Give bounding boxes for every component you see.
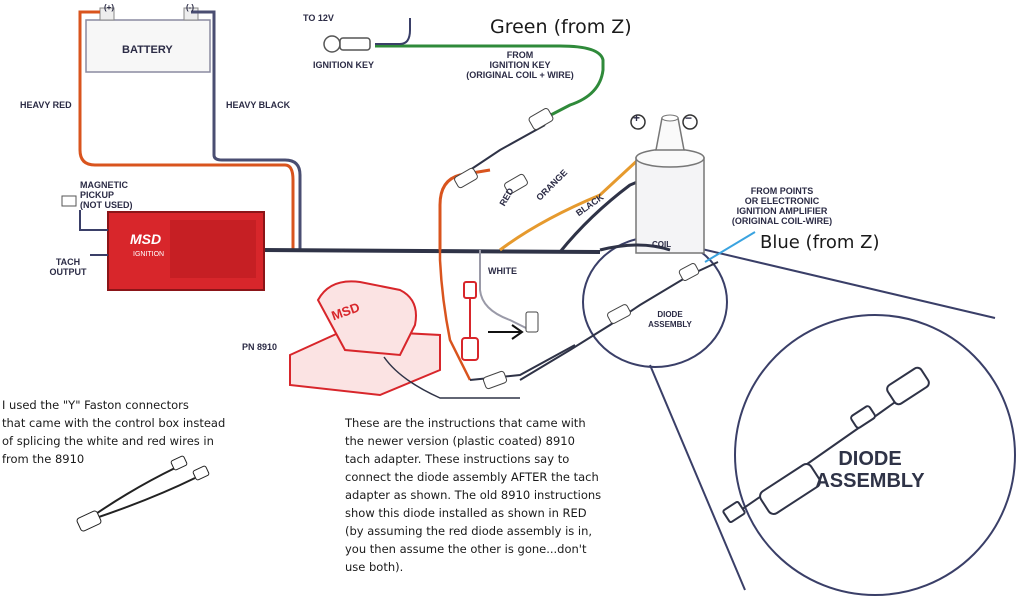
coil-negative-symbol (682, 114, 698, 130)
battery-negative-label: (-) (186, 3, 194, 12)
diode-small-label: DIODE ASSEMBLY (648, 310, 692, 329)
adapter-connector (482, 370, 508, 390)
coil-negative-label: − (685, 111, 693, 125)
to-12v-label: TO 12V (303, 13, 334, 23)
red-down-wire (438, 250, 472, 381)
adapter-harness (469, 344, 576, 381)
blue-from-z-note: Blue (from Z) (760, 232, 880, 253)
white-wire-connector (525, 311, 539, 333)
msd-brand-text: MSD (130, 231, 161, 247)
white-wire-label: WHITE (488, 266, 517, 276)
tach-adapter-8910: MSD (289, 280, 441, 397)
coil-label: COIL (652, 240, 672, 249)
harness-to-coil (599, 243, 671, 252)
ignition-coil (630, 114, 705, 254)
green-wire (375, 44, 605, 120)
blue-handwritten-line (704, 231, 756, 263)
connector-group-top (454, 108, 554, 195)
battery-positive-label: (+) (104, 3, 114, 12)
from-points-label: FROM POINTS OR ELECTRONIC IGNITION AMPLI… (731, 186, 833, 226)
diode-connector-small-2 (678, 263, 700, 281)
green-from-z-note: Green (from Z) (490, 16, 632, 38)
y-faston-connector (76, 455, 210, 532)
ignition-key-wire (469, 124, 546, 171)
coil-positive-symbol (630, 114, 646, 130)
magnifier-cone (582, 236, 1016, 596)
msd-sub-text: IGNITION (133, 251, 164, 258)
diode-zoom-circle-small (582, 236, 728, 368)
pickup-connector (61, 195, 77, 207)
pickup-wire (79, 210, 108, 231)
adapter-wire (383, 356, 520, 399)
battery (85, 7, 211, 73)
ignition-key-label: IGNITION KEY (313, 60, 375, 70)
magnetic-pickup-label: MAGNETIC PICKUP (NOT USED) (80, 180, 133, 210)
ignition-key (323, 35, 371, 53)
y-faston-note: I used the "Y" Faston connectors that ca… (2, 398, 226, 466)
coil-positive-label: + (633, 111, 641, 125)
orange-wire (499, 156, 642, 252)
battery-label: BATTERY (122, 44, 173, 56)
diode-large-label: DIODE ASSEMBLY (815, 448, 925, 492)
diode-connector-small (607, 304, 631, 324)
pn-8910-label: PN 8910 (242, 342, 278, 352)
heavy-black-wire (191, 10, 302, 250)
arrow-to-connector (488, 324, 524, 340)
black-wire (558, 158, 691, 253)
white-wire (479, 250, 531, 331)
heavy-black-label: HEAVY BLACK (226, 100, 291, 110)
from-ignition-key-label: FROM IGNITION KEY (ORIGINAL COIL + WIRE) (466, 50, 574, 80)
diode-zoom-circle-large (734, 314, 1016, 596)
heavy-red-label: HEAVY RED (20, 100, 72, 110)
tach-output-label: TACH OUTPUT (49, 257, 87, 277)
diode-assembly-large (722, 366, 930, 524)
red-diode-old (461, 281, 479, 361)
instructions-note: These are the instructions that came wit… (345, 416, 602, 574)
msd-ignition-box: MSD IGNITION (107, 211, 265, 291)
to-12v-wire (375, 18, 411, 45)
heavy-red-wire (78, 10, 295, 250)
main-harness (261, 248, 601, 254)
battery-positive-terminal (99, 7, 115, 21)
